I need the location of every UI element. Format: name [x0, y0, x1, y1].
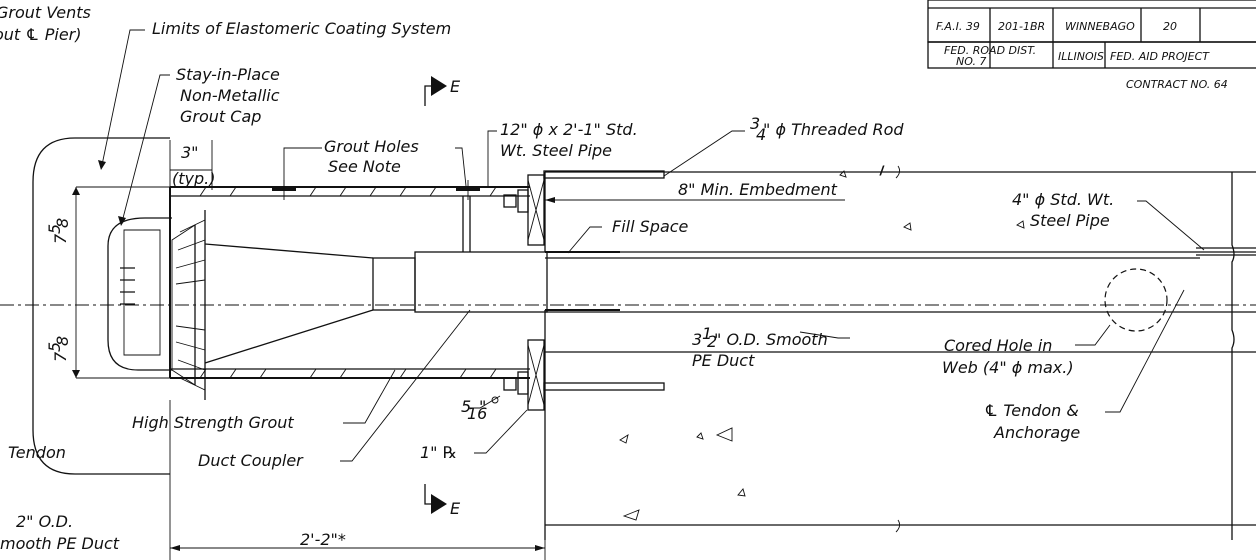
label-cored-1: Cored Hole in: [944, 336, 1052, 355]
dimensions: [72, 140, 845, 560]
label-tendon-1: ℄ Tendon &: [984, 401, 1079, 420]
label-coating-limits: Limits of Elastomeric Coating System: [152, 19, 451, 38]
tb-total-sheets: 20: [1163, 20, 1177, 33]
label-steel-pipe-2: Wt. Steel Pipe: [500, 141, 612, 160]
label-grout-holes-1: Grout Holes: [324, 137, 419, 156]
svg-text:5: 5: [45, 342, 64, 352]
label-dim-758-bottom: 7 5 8: [45, 336, 72, 362]
label-weld-b: 16: [467, 404, 487, 423]
tb-state: ILLINOIS: [1058, 50, 1104, 63]
svg-text:8: 8: [53, 218, 72, 228]
label-tendon-left: Tendon: [8, 443, 66, 462]
label-dim-3in: 3": [181, 143, 199, 162]
label-left-duct-2: mooth PE Duct: [0, 534, 120, 553]
label-high-strength-grout: High Strength Grout: [132, 413, 294, 432]
svg-text:7: 7: [51, 233, 70, 244]
label-weld-a: 5: [461, 397, 471, 416]
tb-district-2: NO. 7: [956, 55, 986, 68]
bearing-plates: [503, 174, 545, 411]
label-dim-overall: 2'-2"*: [300, 530, 346, 549]
label-duct-2: PE Duct: [692, 351, 755, 370]
title-block: F.A.I. 39 201-1BR WINNEBAGO 20 FED. ROAD…: [927, 0, 1256, 91]
tendon-duct: [107, 210, 548, 400]
label-duct-coupler: Duct Coupler: [198, 451, 304, 470]
section-mark-bottom-label: E: [450, 499, 461, 518]
tb-contract: CONTRACT NO. 64: [1126, 78, 1228, 91]
label-tendon-2: Anchorage: [993, 423, 1080, 442]
threaded-rods: [543, 170, 665, 391]
label-steel-pipe-1: 12" ϕ x 2'-1" Std.: [500, 120, 638, 139]
tb-project: FED. AID PROJECT: [1110, 50, 1210, 63]
label-duct-1b: 1: [702, 324, 712, 343]
steel-pipe-12in: [169, 180, 530, 379]
label-rod-num: 3: [750, 114, 760, 133]
label-duct-1a: 3: [692, 330, 702, 349]
label-grout-cap-2: Non-Metallic: [180, 86, 280, 105]
labels: Grout Vents out ℄ Pier) Limits of Elasto…: [0, 3, 1114, 553]
label-typ: (typ.): [172, 169, 215, 188]
label-rod-den: 4: [756, 125, 766, 144]
tb-route: F.A.I. 39: [936, 20, 980, 33]
label-duct-1d: " O.D. Smooth: [714, 330, 828, 349]
coating-limit-outline: [32, 137, 170, 475]
label-pipe4-2: Steel Pipe: [1030, 211, 1110, 230]
tb-district-1: FED. ROAD DIST.: [944, 44, 1036, 57]
label-grout-vents-1: Grout Vents: [0, 3, 91, 22]
tb-section: 201-1BR: [998, 20, 1045, 33]
label-grout-cap-3: Grout Cap: [180, 107, 261, 126]
label-dim-758-top: 7 5 8: [45, 218, 72, 244]
label-left-duct-1: 2" O.D.: [16, 512, 73, 531]
label-grout-holes-2: See Note: [328, 157, 401, 176]
cored-hole: [1104, 268, 1168, 332]
agg-mark: /: [880, 164, 884, 179]
label-fill-space: Fill Space: [612, 217, 689, 236]
svg-text:7: 7: [51, 351, 70, 362]
concrete-web: /: [544, 164, 1256, 540]
label-weld-c: ": [479, 397, 486, 416]
svg-text:5: 5: [45, 224, 64, 234]
label-threaded-rod: " ϕ Threaded Rod: [763, 120, 904, 139]
label-embedment: 8" Min. Embedment: [678, 180, 838, 199]
label-pipe4-1: 4" ϕ Std. Wt.: [1012, 190, 1114, 209]
section-mark-bottom: E: [424, 484, 461, 518]
label-grout-vents-2: out ℄ Pier): [0, 25, 81, 44]
label-cored-2: Web (4" ϕ max.): [942, 358, 1074, 377]
label-duct-1c: 2: [707, 332, 717, 351]
section-mark-top: E: [424, 76, 461, 106]
tb-county: WINNEBAGO: [1065, 20, 1135, 33]
label-grout-cap-1: Stay-in-Place: [176, 65, 280, 84]
section-mark-top-label: E: [450, 77, 461, 96]
label-plate: 1" ℞: [420, 443, 457, 462]
leaders: [98, 29, 1205, 462]
svg-text:8: 8: [53, 336, 72, 346]
